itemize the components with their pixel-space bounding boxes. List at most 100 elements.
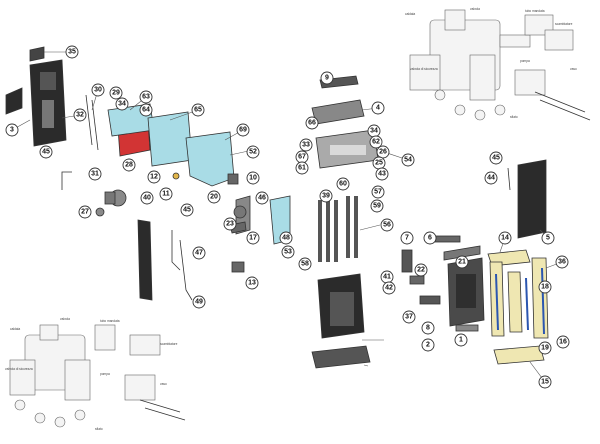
note: sfiato: [95, 427, 103, 431]
callout-59: 59: [370, 199, 384, 213]
svg-text:46: 46: [258, 195, 266, 202]
svg-text:11: 11: [162, 191, 170, 198]
notes-top-right: caldaia valvola tubo mandata valvola di …: [405, 7, 577, 119]
svg-text:40: 40: [143, 195, 151, 202]
callout-19: 19: [538, 341, 552, 355]
callout-58: 58: [298, 257, 312, 271]
callout-25: 25: [372, 156, 386, 170]
note: pompa: [520, 59, 530, 63]
note: caldaia: [10, 327, 20, 331]
svg-text:57: 57: [374, 189, 382, 196]
svg-text:66: 66: [308, 120, 316, 127]
svg-text:43: 43: [378, 171, 386, 178]
hydraulic-sketch-top-right: caldaia valvola tubo mandata valvola di …: [405, 7, 591, 121]
callout-45-mid: 45: [180, 203, 194, 217]
callout-67: 67: [295, 150, 309, 164]
svg-text:45: 45: [42, 149, 50, 156]
svg-text:37: 37: [405, 314, 413, 321]
callout-49: 49: [192, 295, 206, 309]
svg-text:27: 27: [81, 209, 89, 216]
svg-text:1: 1: [459, 337, 463, 344]
callout-63: 63: [139, 90, 153, 104]
callout-12: 12: [147, 170, 161, 184]
svg-text:31: 31: [91, 171, 99, 178]
callout-18: 18: [538, 280, 552, 294]
svg-text:23: 23: [226, 221, 234, 228]
svg-text:52: 52: [249, 149, 257, 156]
callout-44: 44: [484, 171, 498, 185]
callout-15: 15: [538, 375, 552, 389]
svg-text:19: 19: [541, 345, 549, 352]
callout-23: 23: [223, 217, 237, 231]
note: vaso: [160, 382, 167, 386]
svg-text:29: 29: [112, 90, 120, 97]
svg-text:14: 14: [501, 235, 509, 242]
svg-text:56: 56: [383, 222, 391, 229]
callout-16: 16: [556, 335, 570, 349]
note: tubo mandata: [100, 319, 120, 323]
callout-65: 65: [191, 103, 205, 117]
callout-37: 37: [402, 310, 416, 324]
svg-text:53: 53: [284, 249, 292, 256]
svg-text:60: 60: [339, 181, 347, 188]
callout-8: 8: [421, 321, 435, 335]
svg-text:17: 17: [249, 235, 257, 242]
rod-cluster-left: [318, 200, 338, 262]
callout-10: 10: [246, 171, 260, 185]
svg-text:2: 2: [426, 342, 430, 349]
callout-46: 46: [255, 191, 269, 205]
callout-13: 13: [245, 276, 259, 290]
callout-48: 48: [279, 231, 293, 245]
callout-45-left: 45: [39, 145, 53, 159]
svg-text:65: 65: [194, 107, 202, 114]
svg-text:15: 15: [541, 379, 549, 386]
svg-text:9: 9: [325, 75, 329, 82]
callout-45-right: 45: [489, 151, 503, 165]
svg-text:6: 6: [428, 235, 432, 242]
callout-3: 3: [5, 123, 19, 137]
callout-60: 60: [336, 177, 350, 191]
svg-text:58: 58: [301, 261, 309, 268]
callout-34-left: 34: [115, 97, 129, 111]
callout-54: 54: [401, 153, 415, 167]
callout-5: 5: [541, 231, 555, 245]
svg-text:41: 41: [383, 274, 391, 281]
callout-40: 40: [140, 191, 154, 205]
svg-text:64: 64: [142, 107, 150, 114]
callout-28: 28: [122, 158, 136, 172]
callout-43: 43: [375, 167, 389, 181]
svg-text:13: 13: [248, 280, 256, 287]
callout-4: 4: [371, 101, 385, 115]
note: caldaia: [405, 12, 415, 16]
svg-text:25: 25: [375, 160, 383, 167]
svg-text:67: 67: [298, 154, 306, 161]
note: vaso: [570, 67, 577, 71]
notes-bottom-left: caldaia valvola tubo mandata valvola di …: [5, 317, 178, 431]
left-parts-group: [5, 46, 291, 301]
callout-30: 30: [91, 83, 105, 97]
callout-7: 7: [400, 231, 414, 245]
callout-52: 52: [246, 145, 260, 159]
callout-66: 66: [305, 116, 319, 130]
callout-22: 22: [414, 263, 428, 277]
callout-42: 42: [382, 281, 396, 295]
svg-text:48: 48: [282, 235, 290, 242]
svg-text:5: 5: [546, 235, 550, 242]
svg-text:42: 42: [385, 285, 393, 292]
note: valvola: [470, 7, 480, 11]
callout-36: 36: [555, 255, 569, 269]
svg-text:16: 16: [559, 339, 567, 346]
note: valvola: [60, 317, 70, 321]
callout-2: 2: [421, 338, 435, 352]
right-parts-group: [401, 159, 549, 365]
callout-57: 57: [371, 185, 385, 199]
svg-text:35: 35: [68, 49, 76, 56]
svg-text:8: 8: [426, 325, 430, 332]
callout-64: 64: [139, 103, 153, 117]
svg-text:36: 36: [558, 259, 566, 266]
svg-text:10: 10: [249, 175, 257, 182]
callout-47: 47: [192, 246, 206, 260]
callout-53: 53: [281, 245, 295, 259]
callout-27: 27: [78, 205, 92, 219]
svg-text:34: 34: [370, 128, 378, 135]
